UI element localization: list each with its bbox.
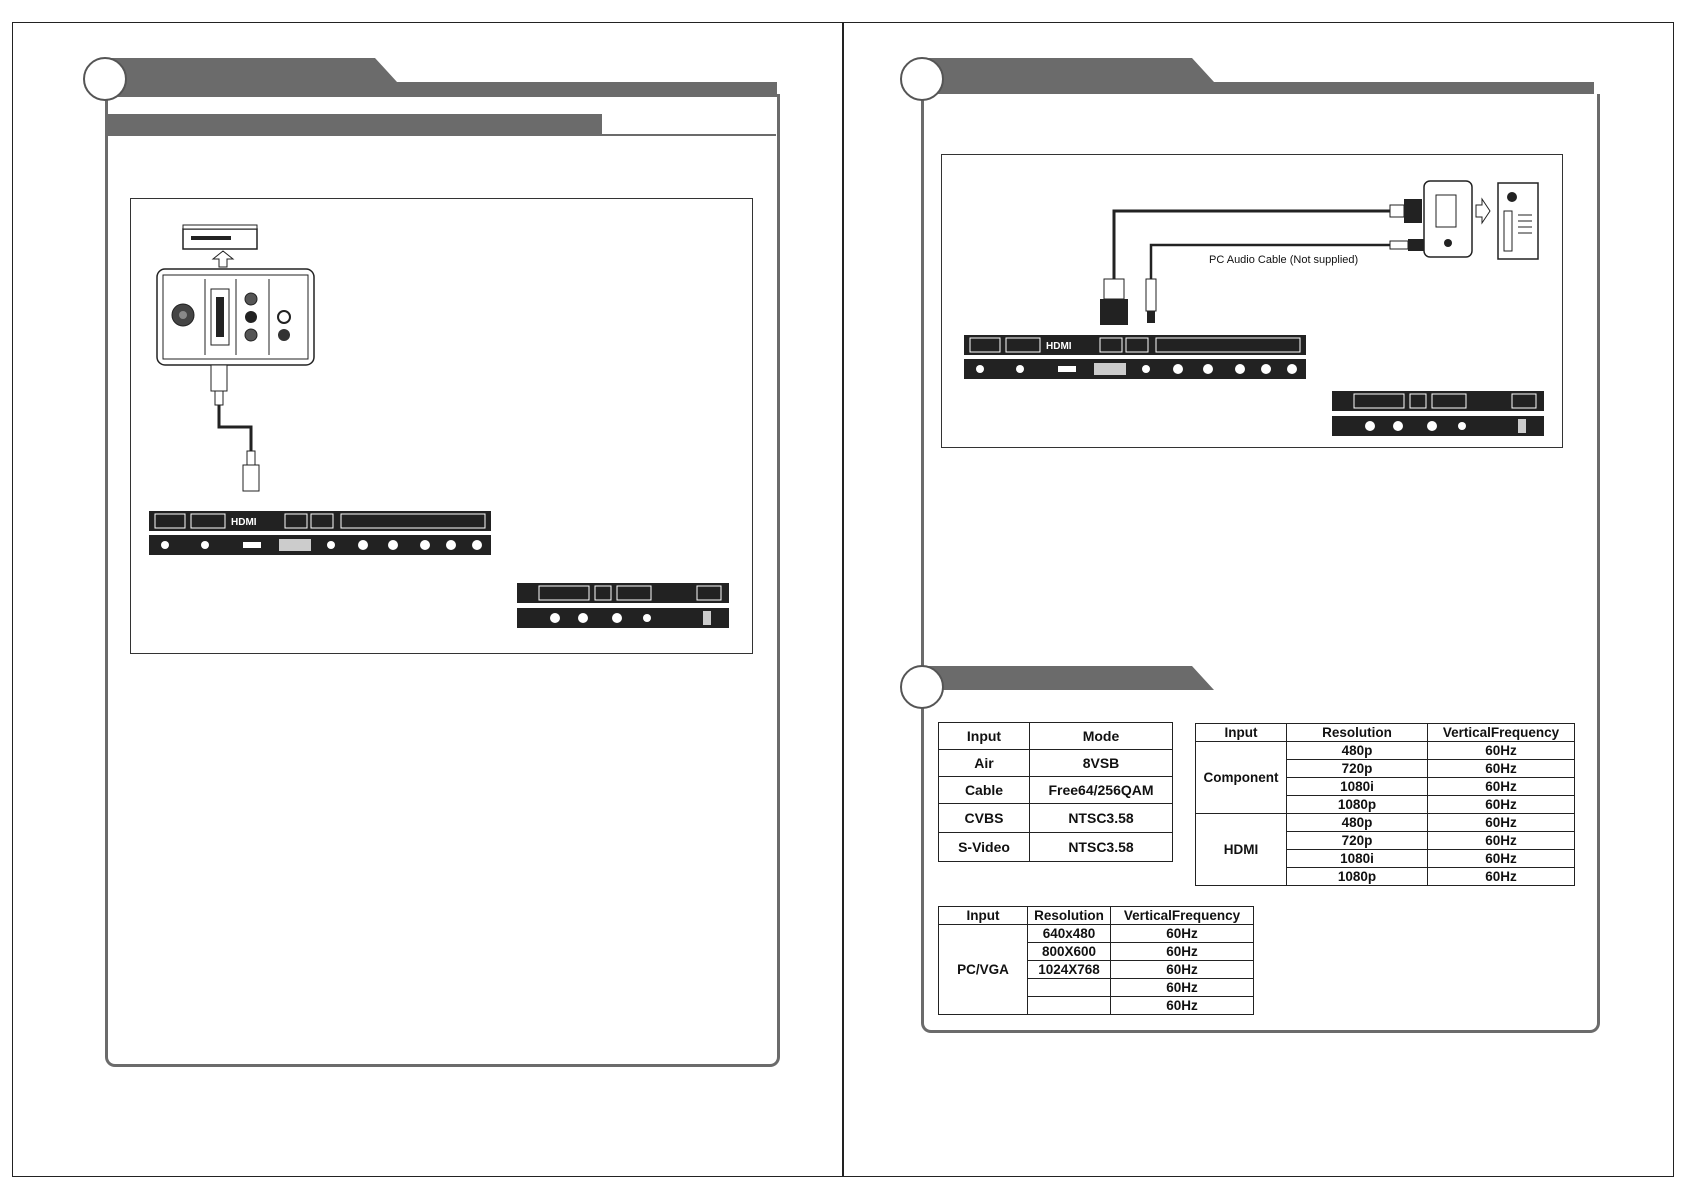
table-row: Component 480p 60Hz <box>1195 741 1575 814</box>
table-row: 1080i 60Hz <box>1196 849 1575 868</box>
hdmi-diagram-drawing: HDMI <box>149 224 729 628</box>
table-cell: 640x480 <box>1027 924 1111 943</box>
table-row: 720p 60Hz <box>1196 759 1575 778</box>
tv-side-panel-right <box>1332 391 1544 436</box>
left-section-number-circle <box>83 57 127 101</box>
column-header: Input <box>938 906 1028 925</box>
hdmi-cable <box>210 364 260 492</box>
table-cell: 60Hz <box>1427 741 1575 760</box>
player-back-panel <box>156 268 315 366</box>
right-bottom-section-number-circle <box>900 665 944 709</box>
table-cell: 60Hz <box>1110 924 1254 943</box>
hd-input-resolution-table: Input Resolution VerticalFrequency Compo… <box>1195 723 1575 886</box>
table-cell: NTSC3.58 <box>1029 803 1173 833</box>
pc-connection-diagram: PC Audio Cable (Not supplied) HDMI <box>941 154 1563 448</box>
pc-input-resolution-table: Input Resolution VerticalFrequency PC/VG… <box>938 906 1254 1015</box>
tv-rear-panel: HDMI <box>149 511 491 555</box>
table-cell: 60Hz <box>1427 813 1575 832</box>
table-cell: HDMI <box>1195 813 1287 886</box>
table-cell <box>1027 996 1111 1015</box>
column-header: Resolution <box>1286 723 1428 742</box>
column-header: Input <box>938 722 1030 750</box>
pc-back-panel <box>1423 180 1473 258</box>
tv-side-panel <box>517 583 729 628</box>
hdmi-connection-diagram: HDMI <box>130 198 753 654</box>
table-cell: S-Video <box>938 832 1030 862</box>
table-row: 1080p 60Hz <box>1196 795 1575 814</box>
table-cell: 60Hz <box>1110 978 1254 997</box>
table-cell: PC/VGA <box>938 924 1028 1015</box>
table-cell: 480p <box>1286 741 1428 760</box>
arrow-right-icon <box>1475 197 1491 225</box>
pc-diagram-drawing: PC Audio Cable (Not supplied) HDMI <box>964 180 1544 436</box>
arrow-up-icon <box>211 250 235 268</box>
tv-input-mode-table: Input Mode Air 8VSB Cable Free64/256QAM … <box>938 722 1173 862</box>
column-header: VerticalFrequency <box>1110 906 1254 925</box>
table-cell: Component <box>1195 741 1287 814</box>
table-row: PC/VGA 640x480 60Hz <box>938 924 1254 1015</box>
table-row: Air 8VSB <box>938 749 1173 777</box>
table-row: 1080p 60Hz <box>1196 867 1575 886</box>
column-header: Input <box>1195 723 1287 742</box>
left-header-bar <box>105 94 780 97</box>
tv-panel-brand-label-right: HDMI <box>1046 341 1072 352</box>
dvd-player-icon <box>182 224 258 250</box>
right-section-number-circle <box>900 57 944 101</box>
left-subheader-bar <box>107 114 602 136</box>
table-cell: 480p <box>1286 813 1428 832</box>
table-cell <box>1027 978 1111 997</box>
table-cell: Cable <box>938 776 1030 804</box>
computer-tower-icon <box>1497 182 1539 260</box>
table-row: CVBS NTSC3.58 <box>938 803 1173 833</box>
column-header: Resolution <box>1027 906 1111 925</box>
table-cell: 60Hz <box>1427 867 1575 886</box>
table-cell: 60Hz <box>1427 759 1575 778</box>
vga-cable <box>1100 199 1422 325</box>
table-cell: 60Hz <box>1110 996 1254 1015</box>
table-cell: 60Hz <box>1427 777 1575 796</box>
pc-audio-cable-label: PC Audio Cable (Not supplied) <box>1209 254 1358 266</box>
table-cell: Free64/256QAM <box>1029 776 1173 804</box>
column-header: Mode <box>1029 722 1173 750</box>
table-cell: 60Hz <box>1110 942 1254 961</box>
table-row: 60Hz <box>939 996 1254 1015</box>
tv-rear-panel-right: HDMI <box>964 335 1306 379</box>
column-header: VerticalFrequency <box>1427 723 1575 742</box>
table-cell: 60Hz <box>1427 795 1575 814</box>
table-row: Cable Free64/256QAM <box>938 776 1173 804</box>
pc-audio-cable <box>1145 239 1424 323</box>
table-row: 800X600 60Hz <box>939 942 1254 961</box>
table-cell: 720p <box>1286 831 1428 850</box>
table-header-row: Input Resolution VerticalFrequency <box>938 906 1254 925</box>
table-cell: 1080p <box>1286 795 1428 814</box>
table-cell: 800X600 <box>1027 942 1111 961</box>
tv-panel-brand-label: HDMI <box>231 517 257 528</box>
table-header-row: Input Resolution VerticalFrequency <box>1195 723 1575 742</box>
table-row: HDMI 480p 60Hz <box>1195 813 1575 886</box>
table-cell: 60Hz <box>1427 849 1575 868</box>
table-cell: Air <box>938 749 1030 777</box>
right-page <box>842 22 1674 1177</box>
table-cell: 720p <box>1286 759 1428 778</box>
table-cell: 1024X768 <box>1027 960 1111 979</box>
table-cell: 8VSB <box>1029 749 1173 777</box>
left-page <box>12 22 844 1177</box>
table-cell: 1080i <box>1286 777 1428 796</box>
table-cell: 60Hz <box>1427 831 1575 850</box>
table-row: S-Video NTSC3.58 <box>938 832 1173 862</box>
table-header-row: Input Mode <box>938 722 1173 750</box>
table-cell: 1080p <box>1286 867 1428 886</box>
table-cell: 60Hz <box>1110 960 1254 979</box>
table-cell: 1080i <box>1286 849 1428 868</box>
table-cell: CVBS <box>938 803 1030 833</box>
left-subheader-line <box>600 134 776 136</box>
table-cell: NTSC3.58 <box>1029 832 1173 862</box>
